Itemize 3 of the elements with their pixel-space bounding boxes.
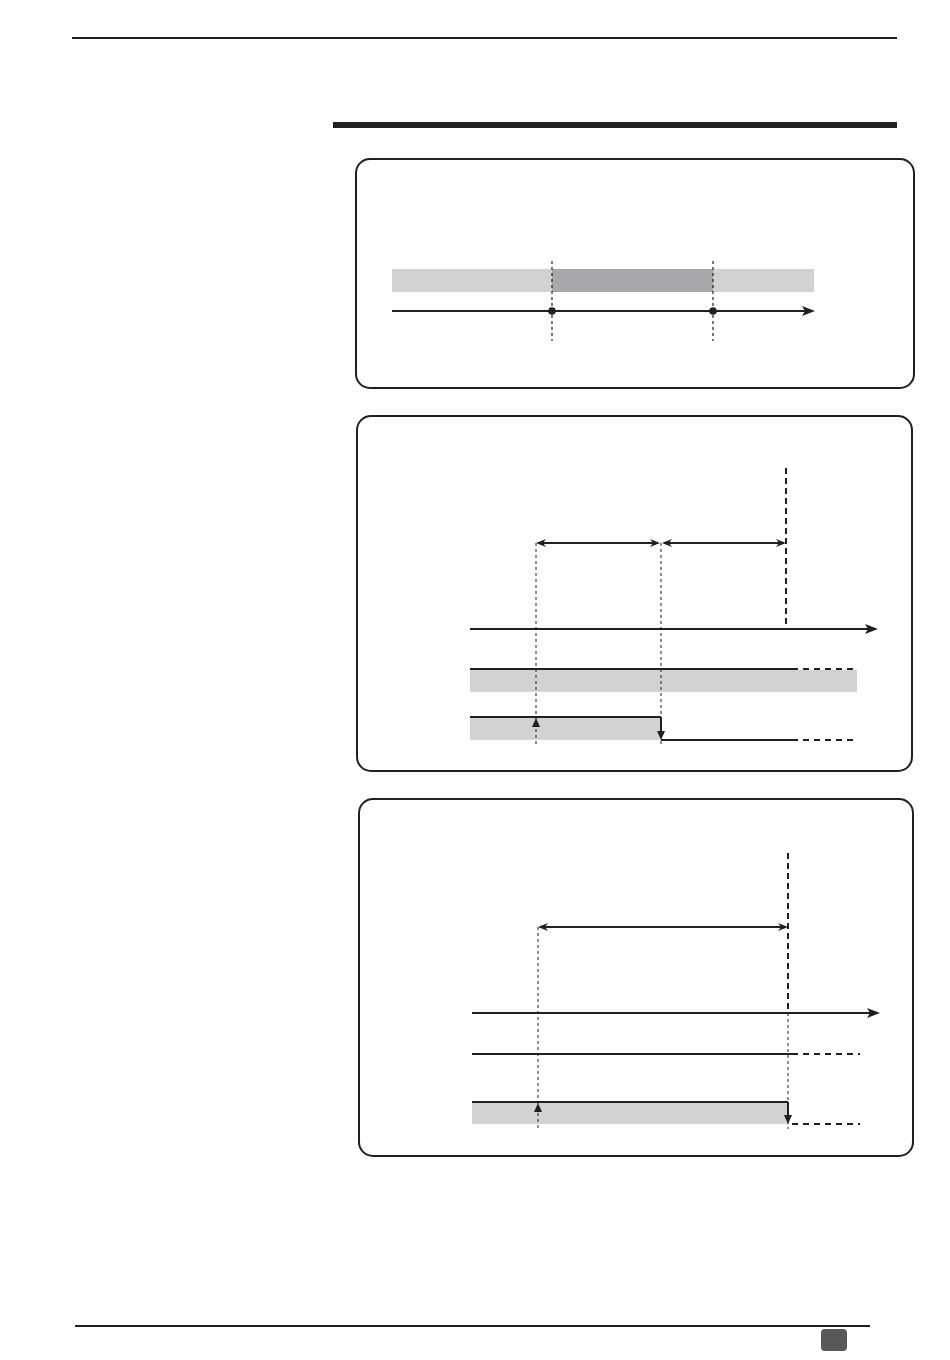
- panel: [355, 158, 915, 389]
- panel: [356, 415, 913, 772]
- panel: [358, 798, 914, 1157]
